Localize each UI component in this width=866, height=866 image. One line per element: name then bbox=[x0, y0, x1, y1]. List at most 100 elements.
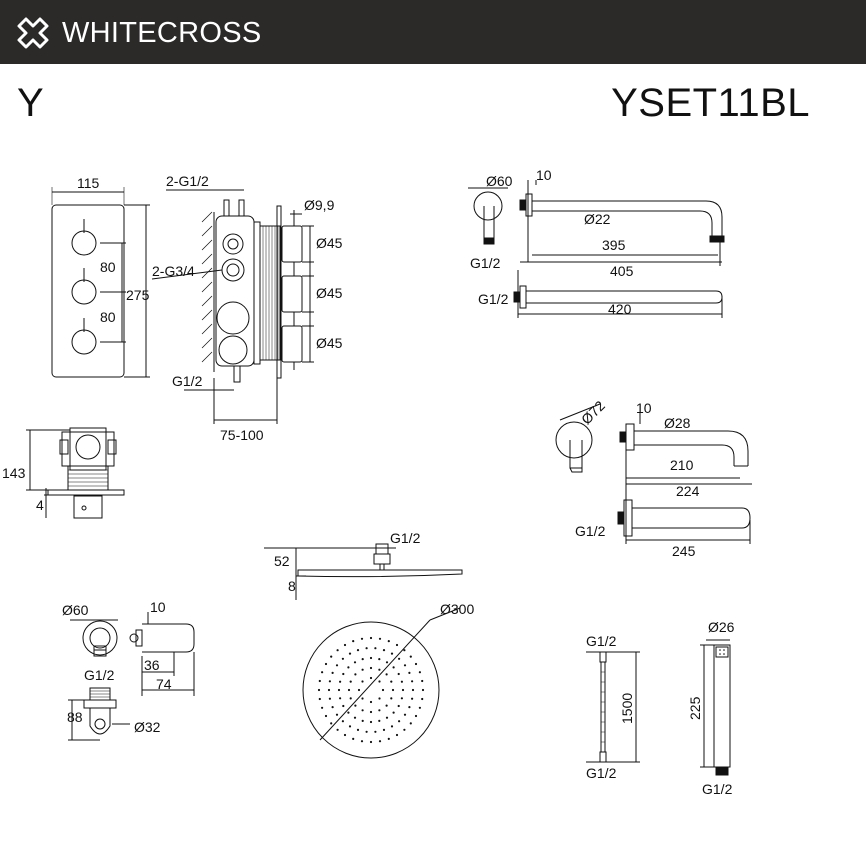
nozzle-dot bbox=[335, 713, 339, 716]
mixer-front-view bbox=[51, 187, 150, 378]
mixer-bottom-connection-label: G1/2 bbox=[172, 373, 203, 389]
mixer-side-view bbox=[151, 189, 314, 424]
nozzle-dot bbox=[401, 688, 405, 692]
nozzle-dot bbox=[421, 679, 424, 683]
arm-flange-depth-label: 10 bbox=[536, 167, 552, 183]
nozzle-dot bbox=[397, 704, 400, 708]
mixer-knob-2-label: Ø45 bbox=[316, 285, 343, 301]
spout-reach-2-label: 224 bbox=[676, 483, 700, 499]
mixer-height-label: 275 bbox=[126, 287, 150, 303]
mixer-knob-1-label: Ø45 bbox=[316, 235, 343, 251]
arm-connection-1-label: G1/2 bbox=[470, 255, 501, 271]
nozzle-dot bbox=[365, 730, 368, 733]
nozzle-dot bbox=[347, 688, 351, 692]
nozzle-dot bbox=[381, 688, 385, 692]
nozzle-dot bbox=[321, 706, 324, 709]
nozzle-dot bbox=[369, 700, 373, 704]
mixer-side-height-label: 143 bbox=[2, 465, 26, 481]
nozzle-dot bbox=[374, 730, 377, 733]
nozzle-dot bbox=[385, 704, 388, 707]
nozzle-dot bbox=[374, 647, 377, 650]
nozzle-dot bbox=[411, 697, 414, 700]
mixer-spacing-2-label: 80 bbox=[100, 309, 116, 325]
nozzle-dot bbox=[411, 688, 415, 692]
nozzle-dot bbox=[395, 733, 399, 737]
model-code: YSET11BL bbox=[611, 81, 810, 125]
holder-connection-label: G1/2 bbox=[84, 667, 115, 683]
nozzle-dot bbox=[385, 716, 389, 719]
spout-reach-1-label: 210 bbox=[670, 457, 694, 473]
nozzle-dot bbox=[378, 680, 381, 683]
nozzle-dot bbox=[385, 661, 389, 664]
brand-name: WHITECROSS bbox=[62, 17, 262, 49]
nozzle-dot bbox=[356, 649, 360, 652]
holder-diam-label: Ø32 bbox=[134, 719, 161, 735]
arm-tube-label: Ø22 bbox=[584, 211, 611, 227]
nozzle-dot bbox=[353, 716, 357, 719]
nozzle-dot bbox=[392, 711, 395, 714]
nozzle-dot bbox=[390, 652, 394, 655]
nozzle-dot bbox=[318, 697, 321, 701]
head-shower-nozzles bbox=[317, 636, 425, 744]
holder-depth-label: 10 bbox=[150, 599, 166, 615]
nozzle-dot bbox=[339, 680, 342, 683]
nozzle-dot bbox=[408, 671, 411, 675]
mixer-inlets-label: 2-G3/4 bbox=[152, 263, 195, 279]
nozzle-dot bbox=[327, 688, 331, 692]
nozzle-dot bbox=[336, 728, 339, 731]
nozzle-dot bbox=[391, 688, 395, 692]
nozzle-dot bbox=[360, 637, 364, 640]
nozzle-dot bbox=[330, 722, 333, 725]
nozzle-dot bbox=[331, 671, 334, 675]
shower-arm-drawing bbox=[468, 180, 725, 318]
nozzle-dot bbox=[369, 740, 373, 744]
head-diameter-label: Ø300 bbox=[440, 601, 474, 617]
nozzle-dot bbox=[337, 688, 341, 692]
arm-connection-2-label: G1/2 bbox=[478, 291, 509, 307]
spout-drawing bbox=[555, 403, 752, 544]
nozzle-dot bbox=[354, 673, 357, 676]
nozzle-dot bbox=[418, 706, 421, 709]
nozzle-dot bbox=[398, 657, 401, 660]
hand-length-label: 225 bbox=[687, 696, 703, 720]
nozzle-dot bbox=[341, 657, 344, 660]
hose-bottom-label: G1/2 bbox=[586, 765, 617, 781]
nozzle-dot bbox=[369, 666, 373, 670]
nozzle-dot bbox=[400, 680, 403, 683]
spout-tube-label: Ø28 bbox=[664, 415, 691, 431]
nozzle-dot bbox=[324, 714, 328, 718]
outlet-holder-drawing bbox=[68, 612, 195, 741]
hand-connection-label: G1/2 bbox=[702, 781, 733, 797]
nozzle-dot bbox=[378, 658, 381, 661]
nozzle-dot bbox=[357, 688, 361, 692]
nozzle-dot bbox=[321, 671, 324, 674]
nozzle-dot bbox=[414, 714, 418, 718]
nozzle-dot bbox=[353, 661, 357, 664]
nozzle-dot bbox=[411, 680, 414, 683]
nozzle-dot bbox=[335, 664, 339, 667]
header-bar: WHITECROSS bbox=[0, 0, 866, 64]
mixer-plate-label: 4 bbox=[36, 497, 44, 513]
holder-flange-label: Ø60 bbox=[62, 602, 89, 618]
nozzle-dot bbox=[349, 697, 352, 700]
nozzle-dot bbox=[347, 666, 350, 669]
nozzle-dot bbox=[318, 679, 321, 683]
nozzle-dot bbox=[390, 680, 393, 683]
arm-reach-2-label: 405 bbox=[610, 263, 634, 279]
nozzle-dot bbox=[328, 680, 331, 683]
nozzle-dot bbox=[369, 656, 373, 660]
nozzle-dot bbox=[421, 697, 424, 701]
nozzle-dot bbox=[354, 704, 357, 707]
arm-reach-1-label: 395 bbox=[602, 237, 626, 253]
nozzle-dot bbox=[330, 655, 333, 658]
whitecross-logo-icon bbox=[17, 17, 49, 49]
nozzle-dot bbox=[361, 668, 364, 671]
nozzle-dot bbox=[398, 720, 401, 723]
nozzle-dot bbox=[387, 737, 390, 741]
nozzle-dot bbox=[361, 658, 364, 661]
nozzle-dot bbox=[361, 709, 364, 712]
mixer-spacing-1-label: 80 bbox=[100, 259, 116, 275]
nozzle-dot bbox=[369, 720, 373, 724]
nozzle-dot bbox=[390, 725, 394, 728]
